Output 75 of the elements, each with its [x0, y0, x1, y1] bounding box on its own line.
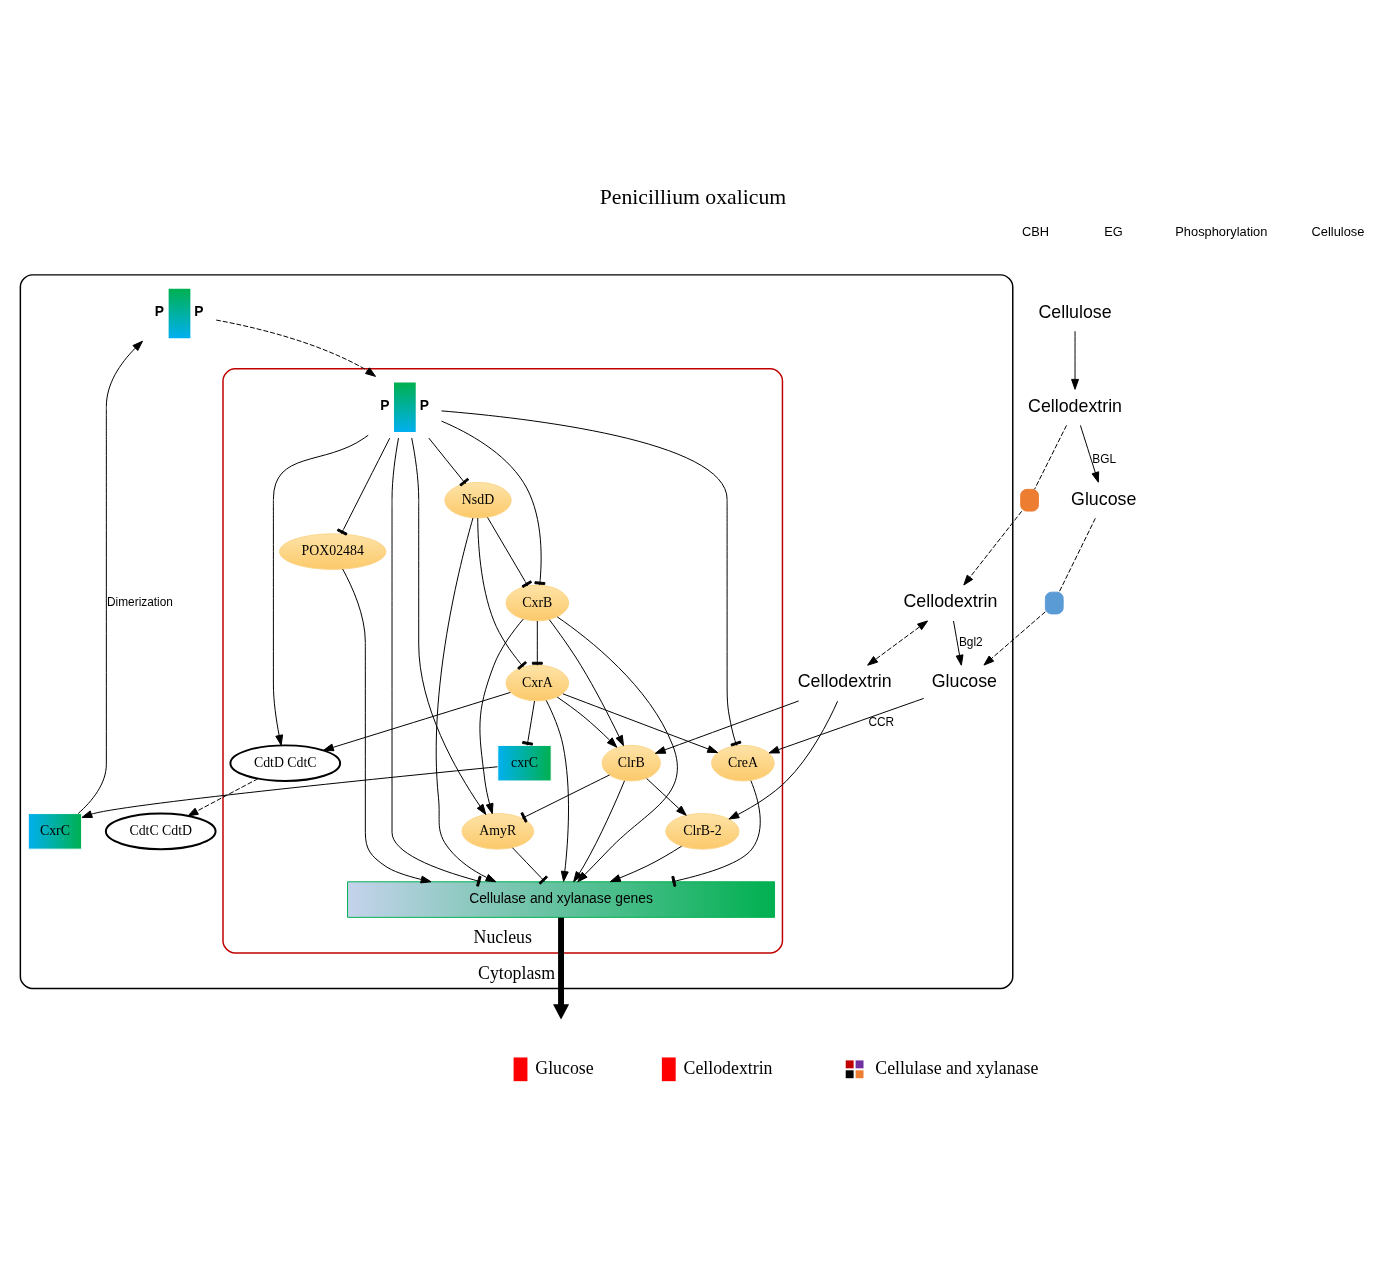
- arrow: [562, 693, 719, 754]
- node-box: cxrC: [497, 744, 552, 782]
- connector: [522, 700, 536, 746]
- arrow: [556, 616, 678, 883]
- node-text: Cellulose: [1038, 301, 1112, 322]
- connector: [391, 437, 482, 887]
- arrow: [768, 697, 925, 754]
- node-box: [1044, 591, 1064, 615]
- node-box: CxrC: [27, 813, 83, 850]
- arrow: [728, 700, 839, 820]
- diagram-title: Penicillium oxalicum: [599, 185, 787, 210]
- node-ellipse: POX02484: [278, 533, 387, 570]
- connector: [428, 437, 470, 487]
- arrow: [553, 917, 570, 1020]
- connector: [520, 774, 610, 823]
- connector: [671, 780, 761, 887]
- node-label: P: [419, 397, 429, 413]
- node-text: Cellodextrin: [1028, 395, 1122, 416]
- node-label: P: [194, 303, 204, 320]
- node-text: Cellodextrin: [903, 591, 998, 612]
- label: Phosphorylation: [1175, 223, 1268, 239]
- label: CBH: [1021, 223, 1050, 239]
- arrow: [963, 510, 1023, 586]
- connector: [1034, 424, 1067, 490]
- arrow: [556, 696, 618, 748]
- legend-label: Cellodextrin: [683, 1057, 773, 1078]
- arrow: [545, 699, 569, 882]
- arrow: [479, 618, 524, 815]
- arrow: [983, 611, 1046, 666]
- arrow: [646, 778, 687, 816]
- edge-label: Bgl2: [958, 635, 983, 650]
- node-ellipse: ClrB: [601, 744, 661, 782]
- arrow: [953, 620, 964, 666]
- arrow: [548, 619, 624, 747]
- connector: [441, 420, 546, 586]
- arrow: [342, 568, 432, 884]
- arrow: [435, 517, 497, 883]
- node-ellipse: CreA: [711, 744, 775, 782]
- legend-label: Glucose: [535, 1057, 594, 1078]
- legend-label: Cellulase and xylanase: [875, 1057, 1039, 1078]
- arrow: [609, 845, 683, 883]
- node-text: Cellodextrin: [797, 671, 892, 692]
- connector: [531, 620, 543, 666]
- arrow: [215, 319, 377, 377]
- connector: [487, 516, 533, 589]
- edge-label: BGL: [1092, 452, 1117, 467]
- arrow: [1079, 424, 1100, 483]
- connector: [477, 517, 528, 670]
- arrow: [411, 437, 487, 815]
- node-ellipse: CxrB: [505, 584, 570, 622]
- arrow: [867, 620, 929, 666]
- node-text: Glucose: [931, 671, 997, 692]
- arrow: [81, 766, 499, 818]
- edge-label: CCR: [868, 715, 895, 730]
- connector: [336, 437, 391, 536]
- arrow: [573, 780, 625, 883]
- node-text: Glucose: [1071, 488, 1137, 509]
- connector: [1058, 517, 1096, 593]
- arrow: [272, 434, 369, 746]
- node-label: P: [154, 303, 165, 320]
- edge-label: Dimerization: [107, 595, 173, 610]
- label: Cellulose: [1311, 223, 1365, 239]
- arrow: [323, 691, 511, 752]
- arrow: [77, 340, 143, 814]
- label: EG: [1104, 223, 1123, 239]
- connector: [441, 410, 742, 747]
- node-ellipse: CdtC CdtD: [104, 812, 217, 851]
- arrow: [654, 700, 800, 754]
- node-box: [1020, 488, 1039, 512]
- node-label: P: [380, 397, 390, 413]
- node-picture: [168, 288, 191, 339]
- node-picture: [394, 382, 416, 433]
- arrow: [1071, 330, 1079, 390]
- arrow: [187, 778, 259, 817]
- connector: [511, 847, 549, 885]
